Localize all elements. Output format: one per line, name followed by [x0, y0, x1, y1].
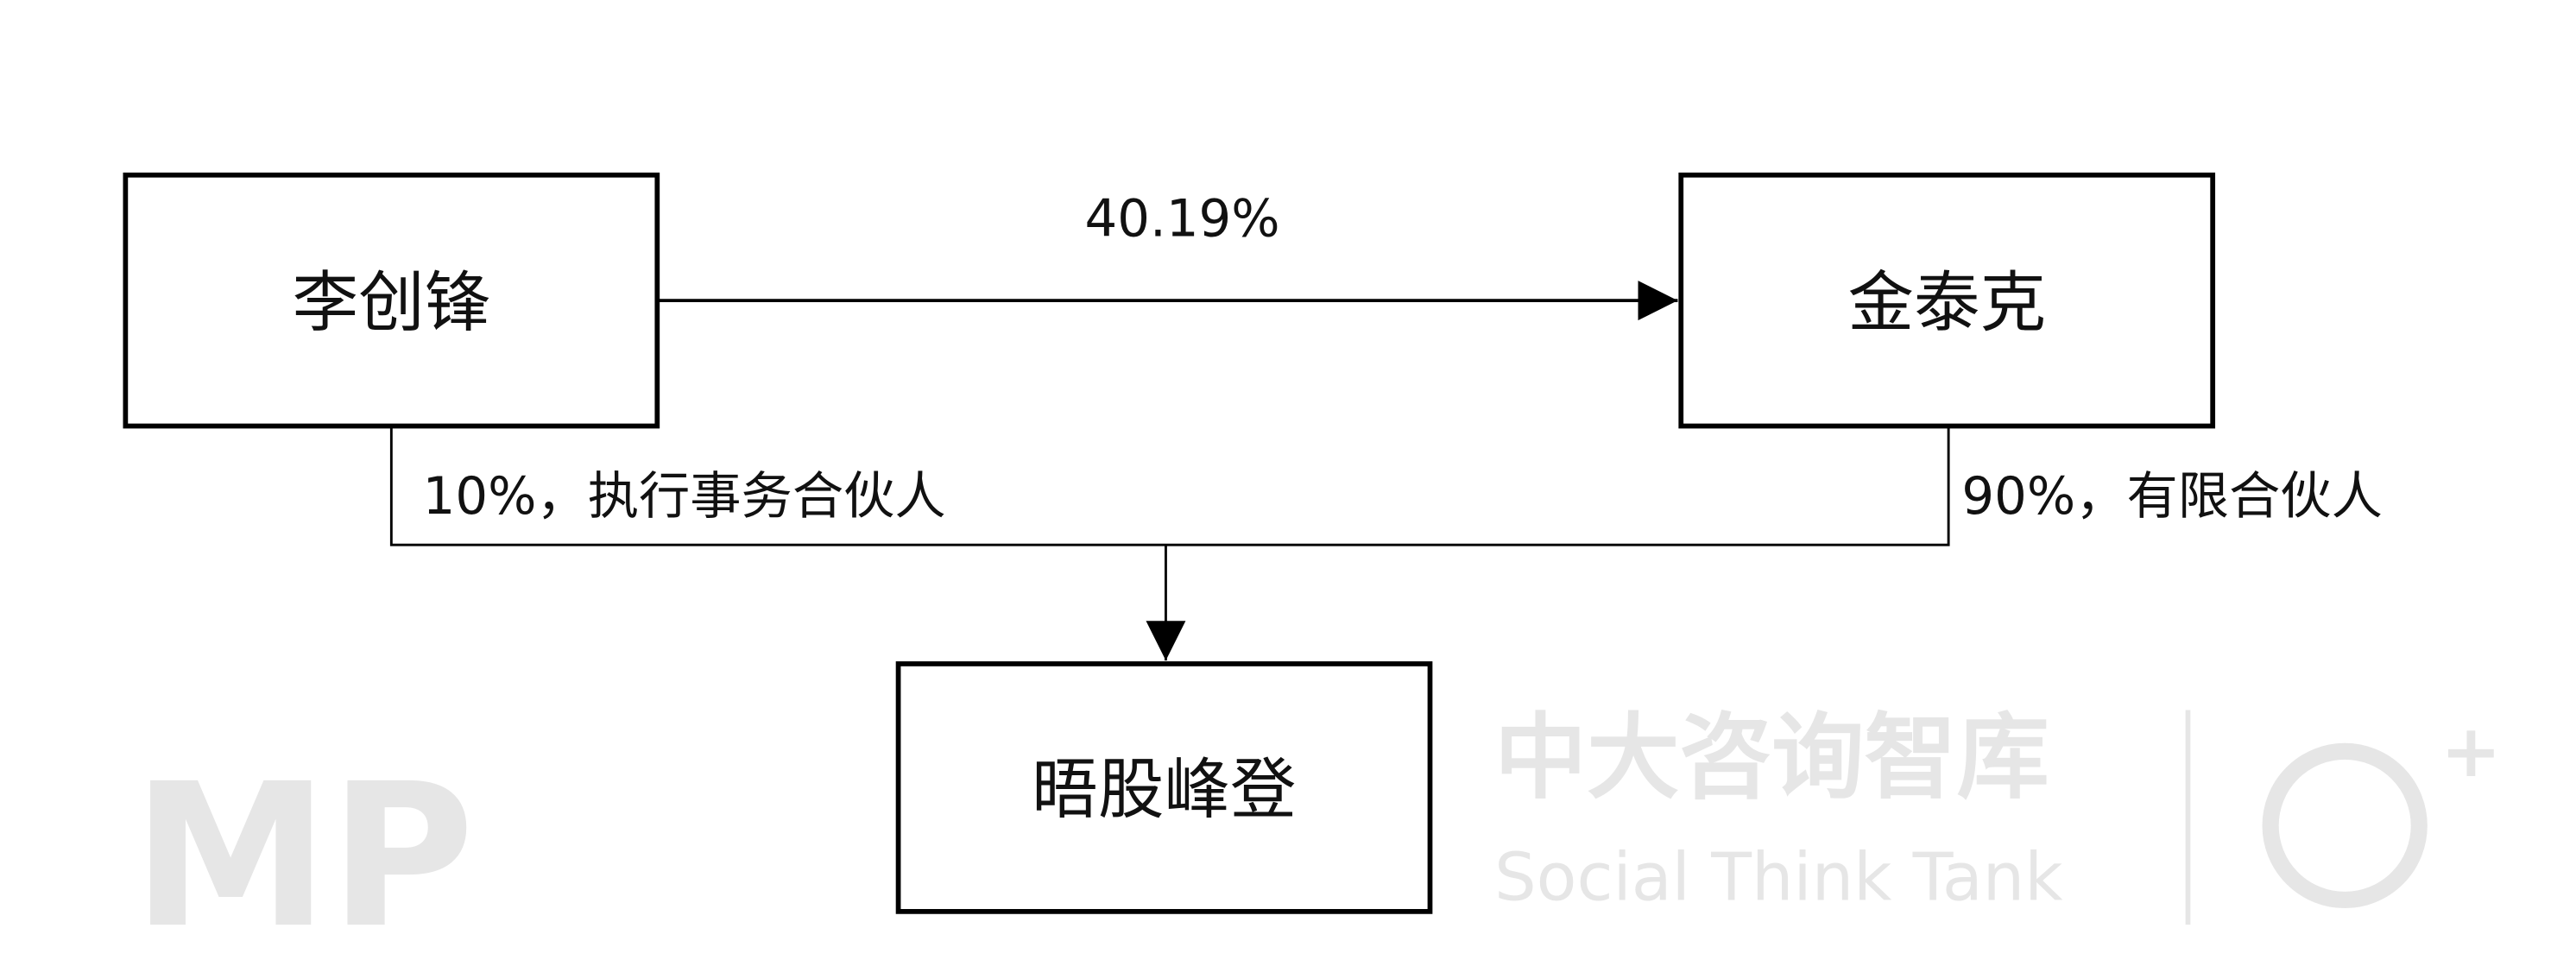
watermark-plus-icon: +	[2440, 709, 2502, 793]
watermark-emblem-icon	[2262, 742, 2428, 909]
watermark: MP 中大咨询智库 Social Think Tank +	[132, 704, 2502, 966]
edge-merge-line	[389, 426, 1950, 546]
watermark-name-cn: 中大咨询智库	[1494, 704, 2049, 811]
node-label: 李创锋	[293, 265, 491, 342]
node-label: 晤股峰登	[1032, 752, 1297, 829]
node-label: 金泰克	[1847, 265, 2046, 342]
edge-label-li-to-wugu: 10%，执行事务合伙人	[423, 466, 946, 526]
node-wugu-fengdeng: 晤股峰登	[895, 661, 1433, 914]
node-jin-taike: 金泰克	[1678, 172, 2216, 429]
node-li-chuangfeng: 李创锋	[123, 172, 660, 429]
watermark-logo: MP	[132, 742, 475, 966]
edge-label-li-to-jin: 40.19%	[1085, 189, 1280, 249]
edge-label-jin-to-wugu: 90%，有限合伙人	[1961, 466, 2382, 526]
watermark-name-en: Social Think Tank	[1494, 839, 2063, 916]
